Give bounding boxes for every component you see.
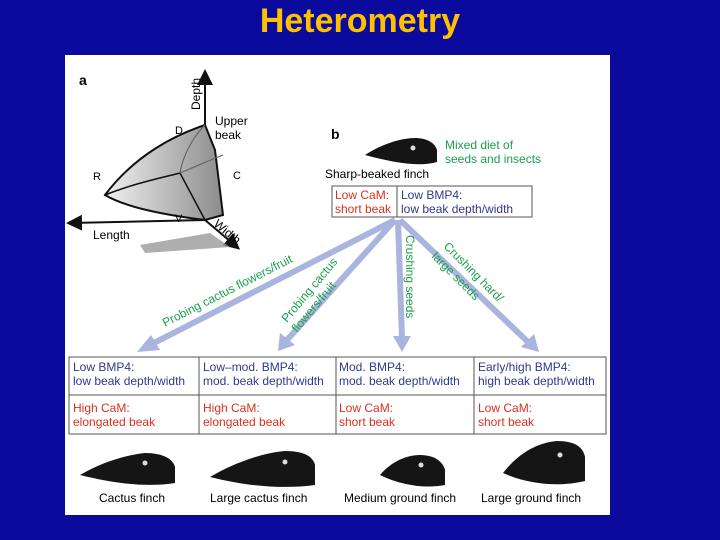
col2-cam-line1: High CaM:	[203, 401, 260, 415]
point-c-label: C	[233, 170, 241, 182]
cactus-finch-head	[80, 453, 175, 485]
col4-cam-line2: short beak	[478, 415, 535, 429]
large-cactus-finch-head	[210, 451, 315, 487]
arrow-1	[148, 217, 397, 348]
arrow-1-label: Probing cactus flowers/fruit	[160, 251, 295, 329]
arrow-1-head	[137, 335, 160, 352]
axis-length-label: Length	[93, 228, 130, 242]
panel-a-letter: a	[79, 72, 87, 88]
width-axis	[204, 219, 241, 250]
arrow-2-head	[278, 333, 295, 351]
top-box	[331, 185, 533, 218]
figure-panel: a Depth Length Width Upper beak D R C V …	[65, 55, 610, 515]
beak-shadow	[140, 233, 230, 253]
top-diet-line2: seeds and insects	[445, 152, 541, 166]
arrow-4	[397, 217, 531, 345]
col3-bmp-line2: mod. beak depth/width	[339, 374, 460, 388]
col4-bird-name: Large ground finch	[481, 491, 581, 505]
col3-cam-line2: short beak	[339, 415, 396, 429]
large-ground-finch-head	[503, 441, 585, 485]
col4-cam-line1: Low CaM:	[478, 401, 532, 415]
beak-3d-shape	[103, 123, 225, 222]
top-bird-name: Sharp-beaked finch	[325, 167, 429, 181]
col1-bmp-line1: Low BMP4:	[73, 360, 134, 374]
length-axis	[66, 214, 206, 231]
arrow-4-head	[521, 334, 539, 352]
upper-beak-label-line2: beak	[215, 128, 242, 142]
col2-cam-line2: elongated beak	[203, 415, 286, 429]
top-cam-line1: Low CaM:	[335, 188, 389, 202]
point-v-label: V	[175, 213, 183, 225]
sharp-beaked-finch-eye	[410, 145, 416, 151]
sharp-beaked-finch-head	[365, 138, 437, 165]
beak-edge-dorsal	[179, 124, 206, 174]
col3-bird-name: Medium ground finch	[344, 491, 456, 505]
upper-beak-label-line1: Upper	[215, 114, 248, 128]
medium-ground-finch-head	[380, 455, 445, 487]
col2-bmp-line2: mod. beak depth/width	[203, 374, 324, 388]
col1-bmp-line2: low beak depth/width	[73, 374, 185, 388]
figure-svg: a Depth Length Width Upper beak D R C V …	[66, 69, 607, 505]
panel-b-letter: b	[331, 126, 340, 142]
col3-bmp-line1: Mod. BMP4:	[339, 360, 405, 374]
arrow-3-head	[393, 336, 411, 352]
arrow-2	[284, 217, 398, 343]
arrow-3	[395, 219, 405, 339]
top-diet-line1: Mixed diet of	[445, 138, 514, 152]
col3-cam-line1: Low CaM:	[339, 401, 393, 415]
beak-edge-lower	[104, 172, 206, 221]
beak-edge-side	[179, 154, 224, 174]
point-d-label: D	[175, 125, 183, 137]
arrow-3-label: Crushing seeds	[403, 235, 417, 318]
top-bmp-line1: Low BMP4:	[401, 188, 462, 202]
col1-cam-line1: High CaM:	[73, 401, 130, 415]
point-r-label: R	[93, 171, 101, 183]
axis-depth-label: Depth	[189, 78, 203, 110]
col1-bird-name: Cactus finch	[99, 491, 165, 505]
col4-bmp-line1: Early/high BMP4:	[478, 360, 571, 374]
slide-title: Heterometry	[259, 2, 461, 40]
col4-bmp-line2: high beak depth/width	[478, 374, 595, 388]
col1-cam-line2: elongated beak	[73, 415, 156, 429]
top-cam-line2: short beak	[335, 202, 392, 216]
col2-bird-name: Large cactus finch	[210, 491, 307, 505]
top-bmp-line2: low beak depth/width	[401, 202, 513, 216]
col2-bmp-line1: Low–mod. BMP4:	[203, 360, 298, 374]
arrows-group	[137, 217, 539, 352]
